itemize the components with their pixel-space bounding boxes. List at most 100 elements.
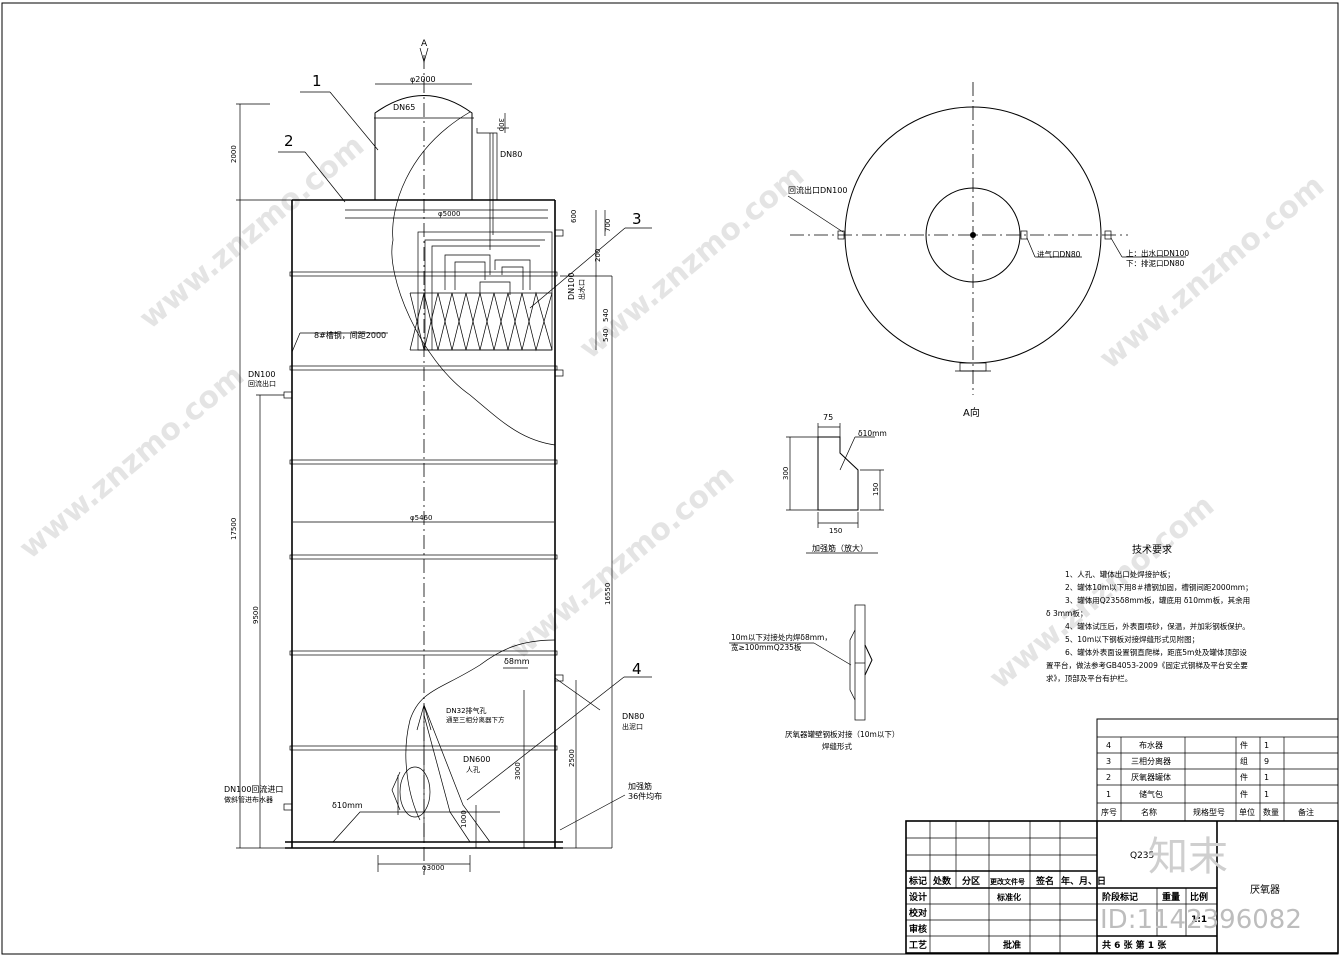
dim-inner-dia: φ5000 — [438, 210, 460, 218]
bom-unit: 件 — [1240, 789, 1248, 799]
tech-line: 3、罐体用Q235δ8mm板，罐底用 δ10mm板，其余用 — [1065, 595, 1250, 605]
stiffener-rings — [289, 271, 558, 751]
bom-qty: 1 — [1264, 741, 1269, 750]
tech-line: 2、罐体10m以下用8＃槽钢加固，槽钢间距2000mm； — [1065, 582, 1253, 592]
balloon-2: 2 — [284, 132, 294, 150]
dn100-left-sub: 回流出口 — [248, 379, 276, 388]
balloon-3: 3 — [632, 210, 642, 228]
watermark: www.znzmo.com — [133, 128, 371, 336]
stage-hdr: 阶段标记 — [1102, 891, 1138, 903]
std-label: 标准化 — [996, 892, 1021, 902]
dn32-label: DN32排气孔 — [446, 706, 487, 715]
rib-detail-caption: 加强筋（放大） — [812, 543, 868, 553]
bom-no: 4 — [1106, 741, 1111, 750]
tech-title: 技术要求 — [1132, 543, 1172, 556]
drawing-name: 厌氧器 — [1250, 883, 1280, 896]
material-label: Q235 — [1130, 851, 1154, 861]
bom-rows: 4 布水器 件 1 3 三相分离器 组 9 2 厌氧器罐体 件 1 1 储气包 … — [1101, 740, 1314, 817]
dn100-inlet: DN100回流进口 — [224, 784, 283, 794]
bom-qty: 1 — [1264, 773, 1269, 782]
return-outlet-label: 回流出口DN100 — [788, 185, 847, 195]
bom-header-no: 序号 — [1101, 807, 1117, 817]
top-view — [787, 82, 1186, 395]
manhole — [391, 766, 431, 818]
sheet-count: 共 6 张 第 1 张 — [1102, 939, 1167, 951]
dn100-right-sub: 出水口 — [577, 279, 586, 300]
bom-unit: 组 — [1240, 756, 1248, 766]
dim-9500: 9500 — [252, 606, 260, 624]
dim-body-dia: φ5460 — [410, 514, 432, 522]
rib-bottom-sub: 36件均布 — [628, 791, 662, 801]
outlet-label-1: 上：出水口DN100 — [1126, 248, 1189, 258]
dim-base-dia: φ3000 — [422, 864, 444, 872]
weld-detail — [729, 604, 873, 721]
three-phase-separator — [409, 231, 553, 352]
dim-2000: 2000 — [230, 145, 238, 163]
water-distributor — [332, 703, 500, 843]
rib-dim-150v: 150 — [872, 483, 880, 496]
dn600-sub: 人孔 — [466, 766, 480, 774]
gas-inlet-label: 进气口DN80 — [1037, 249, 1081, 259]
watermark: www.znzmo.com — [503, 458, 741, 666]
watermark: www.znzmo.com — [1093, 168, 1331, 376]
dim-d8mm: δ8mm — [504, 657, 530, 666]
bom-header-spec: 规格型号 — [1193, 807, 1225, 817]
dim-3000: 3000 — [514, 762, 522, 780]
bom-qty: 9 — [1264, 757, 1269, 766]
tank-front-view — [283, 55, 564, 875]
rib-dim-150h: 150 — [829, 527, 842, 535]
rev-hdr: 签名 — [1035, 875, 1054, 887]
bom-header-qty: 数量 — [1263, 807, 1279, 817]
rib-dim-d10mm: δ10mm — [858, 429, 887, 438]
bom-table — [1096, 718, 1339, 822]
watermark-layer: www.znzmo.com www.znzmo.com www.znzmo.co… — [13, 128, 1331, 696]
bom-no: 2 — [1106, 773, 1111, 782]
top-view-caption: A向 — [963, 406, 980, 419]
dn32-sub: 通至三相分离器下方 — [446, 715, 505, 724]
role-design: 设计 — [909, 891, 927, 903]
rev-hdr: 处数 — [932, 875, 952, 887]
rib-dim-300: 300 — [782, 467, 790, 480]
dn100-right: DN100 — [567, 273, 576, 300]
dn80-bottom: DN80 — [622, 712, 644, 721]
dim-top-dia: φ2000 — [410, 75, 436, 84]
bom-header-unit: 单位 — [1239, 807, 1255, 817]
balloon-leaders — [278, 91, 652, 831]
balloon-1: 1 — [312, 72, 322, 90]
approve-label: 批准 — [1003, 939, 1021, 951]
dim-17500: 17500 — [230, 518, 238, 540]
bom-name: 储气包 — [1139, 789, 1163, 799]
dn600-label: DN600 — [463, 755, 490, 764]
rev-hdr: 更改文件号 — [990, 877, 1025, 886]
role-process: 工艺 — [909, 939, 927, 951]
bom-name: 厌氧器罐体 — [1131, 772, 1171, 782]
dim-dn80-top: DN80 — [500, 150, 522, 159]
stage-hdr: 重量 — [1162, 891, 1180, 903]
dn80-bottom-sub: 出泥口 — [622, 722, 643, 731]
rib-detail — [786, 423, 884, 554]
weld-caption-1: 厌氧器罐壁钢板对接（10m以下） — [785, 729, 899, 739]
tech-line: 1、人孔、罐体出口处焊接护板； — [1065, 569, 1175, 579]
bom-no: 1 — [1106, 790, 1111, 799]
tech-line: 4、罐体试压后，外表面喷砂，保温，并加彩钢板保护。 — [1065, 621, 1250, 631]
tech-line: 5、10m以下钢板对接焊缝形式见附图； — [1065, 634, 1199, 644]
dim-d10mm: δ10mm — [332, 801, 363, 810]
dim-dn65: DN65 — [393, 103, 415, 112]
dim-540-a: 540 — [602, 309, 610, 322]
dim-700: 700 — [604, 219, 612, 232]
dim-200: 200 — [594, 249, 602, 262]
title-block — [905, 820, 1339, 954]
rev-hdr: 分区 — [962, 875, 980, 887]
rev-hdr: 年、月、日 — [1061, 875, 1106, 887]
bom-unit: 件 — [1240, 772, 1248, 782]
dim-2500: 2500 — [568, 749, 576, 767]
weld-note-2: 宽≥100mmQ235板 — [731, 642, 802, 652]
weld-caption-2: 焊缝形式 — [822, 741, 852, 751]
watermark: www.znzmo.com — [13, 358, 251, 566]
view-arrow-label: A — [421, 39, 428, 49]
stage-hdr: 比例 — [1190, 891, 1208, 903]
dim-540-b: 540 — [602, 329, 610, 342]
